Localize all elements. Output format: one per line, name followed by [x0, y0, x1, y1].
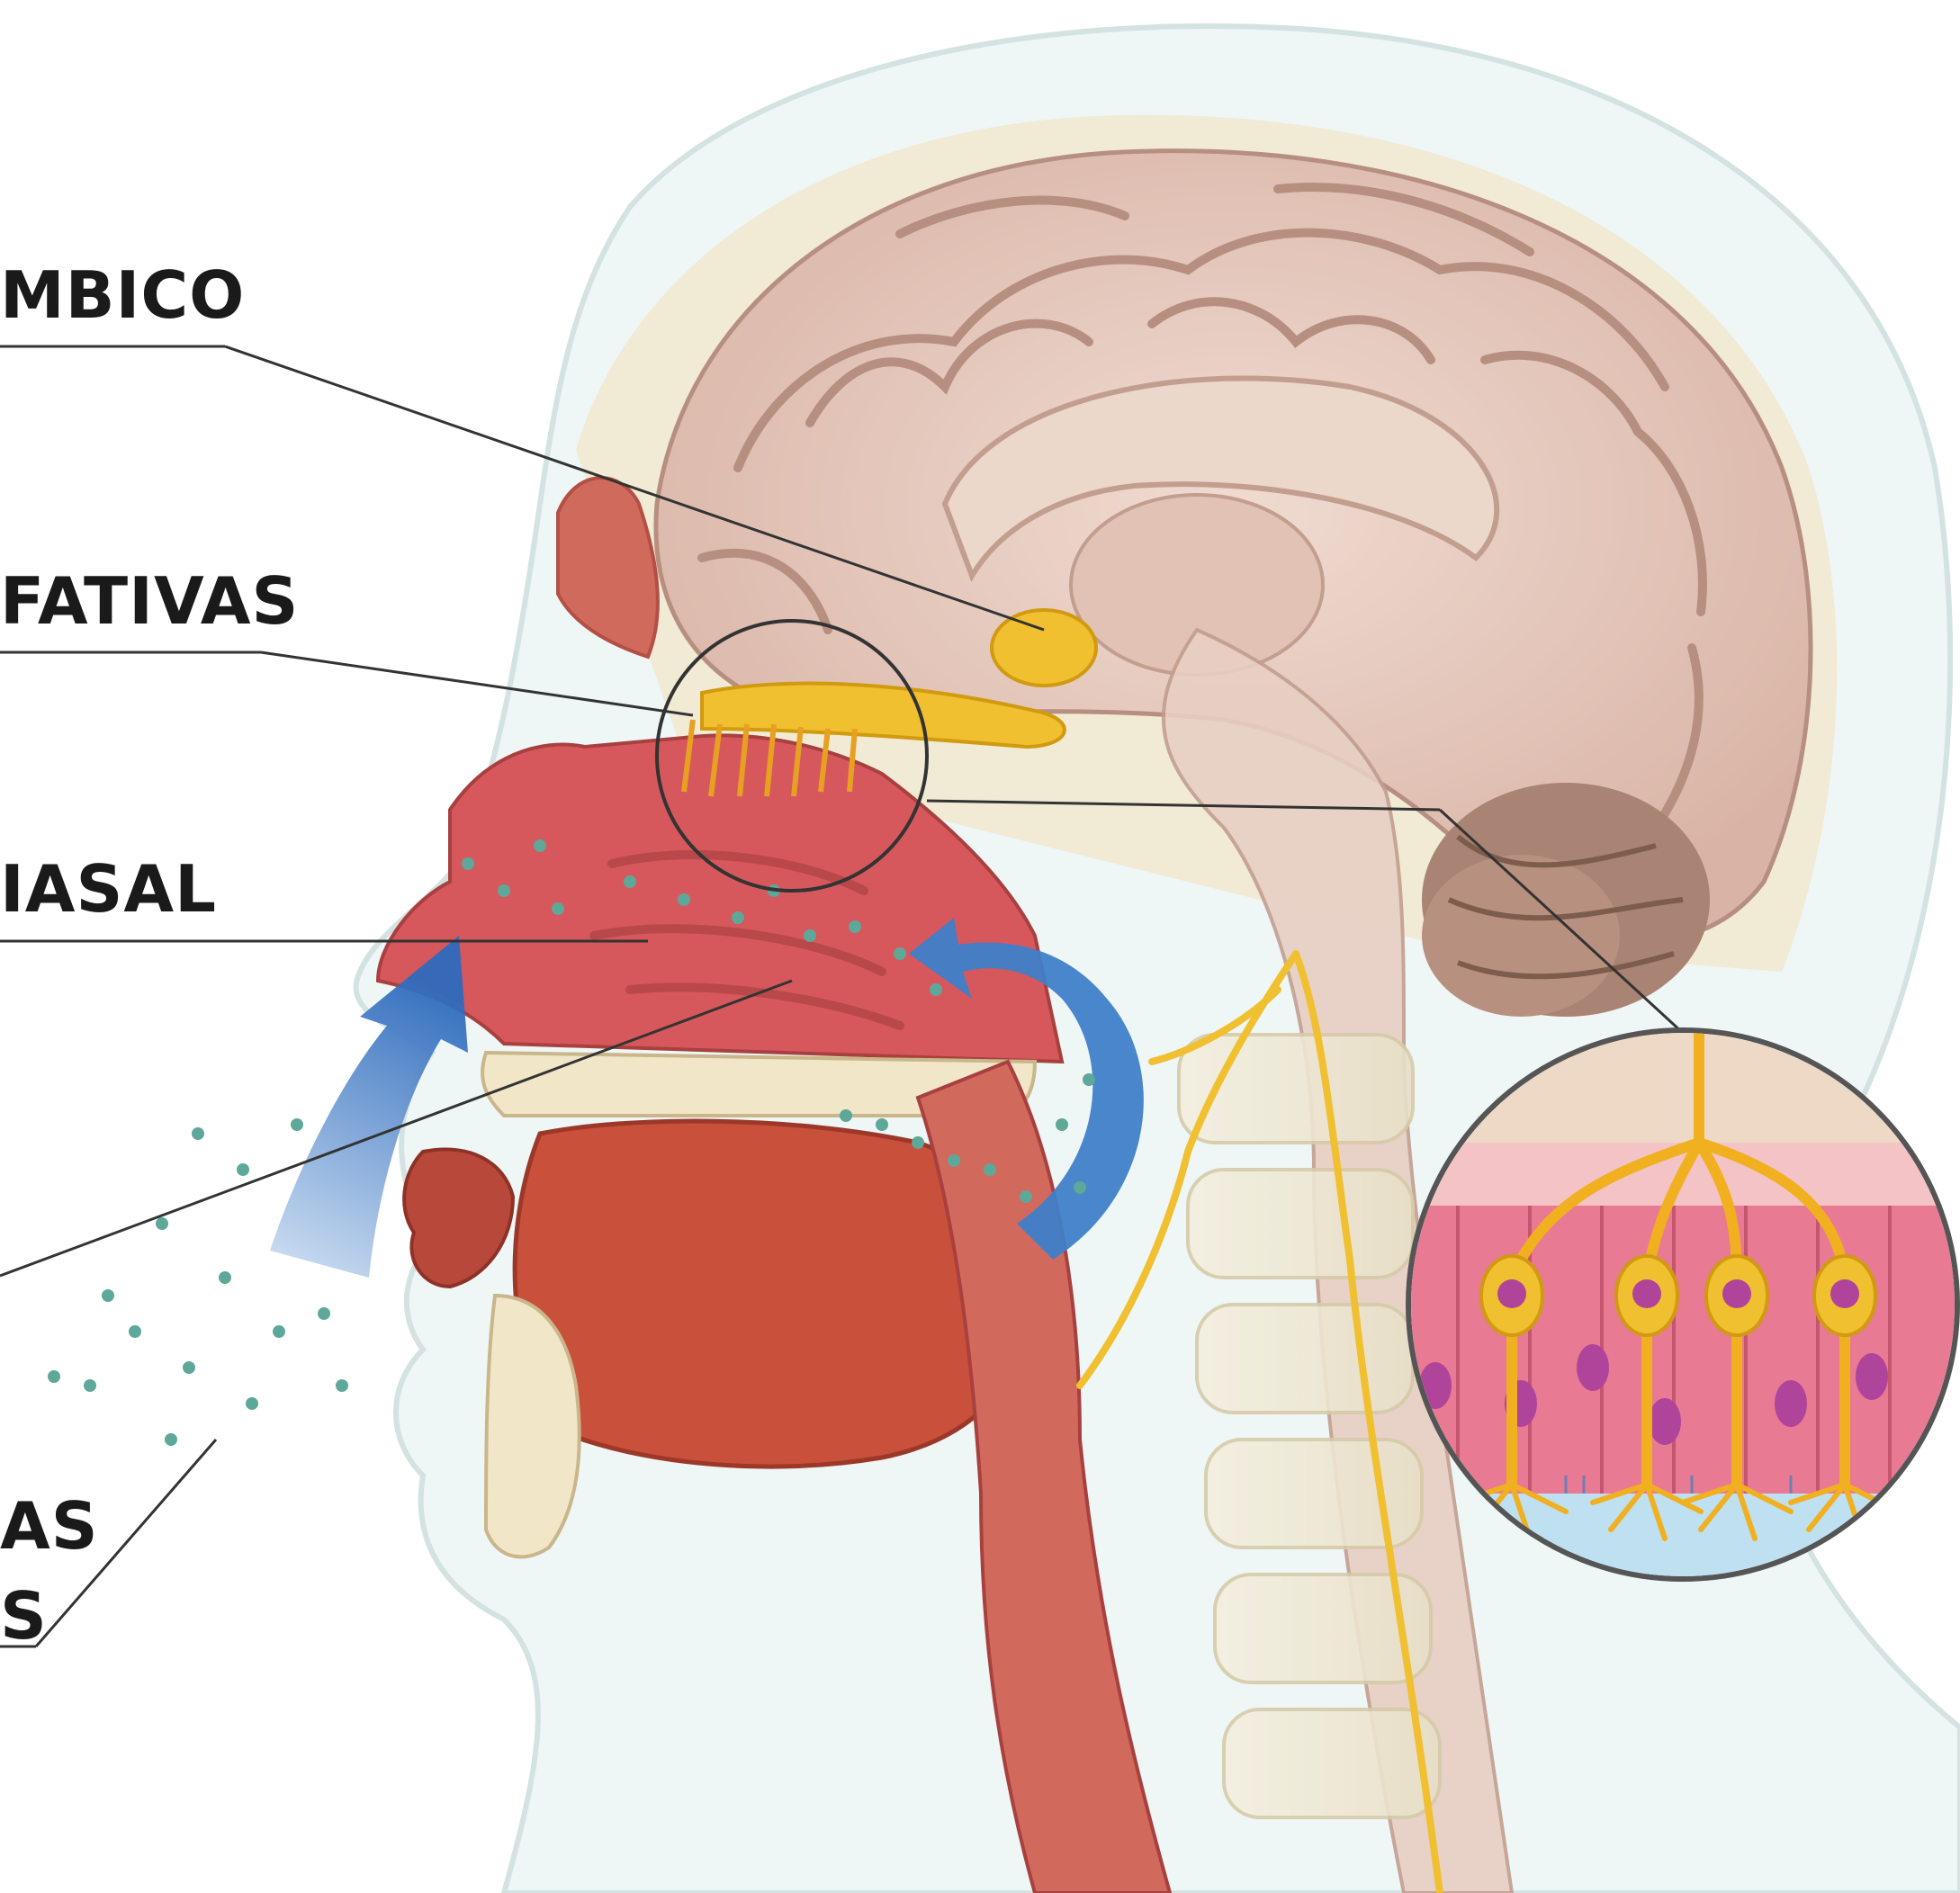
label-nasal-cavity: IASAL [0, 857, 217, 921]
label-odorant-molecules-line-1: AS [0, 1494, 99, 1558]
label-limbic-system: MBICO [0, 263, 245, 327]
cerebellum [1422, 783, 1710, 1017]
label-odorant-molecules-line-2: S [0, 1583, 48, 1648]
label-olfactory-pathways: FATIVAS [0, 569, 299, 633]
